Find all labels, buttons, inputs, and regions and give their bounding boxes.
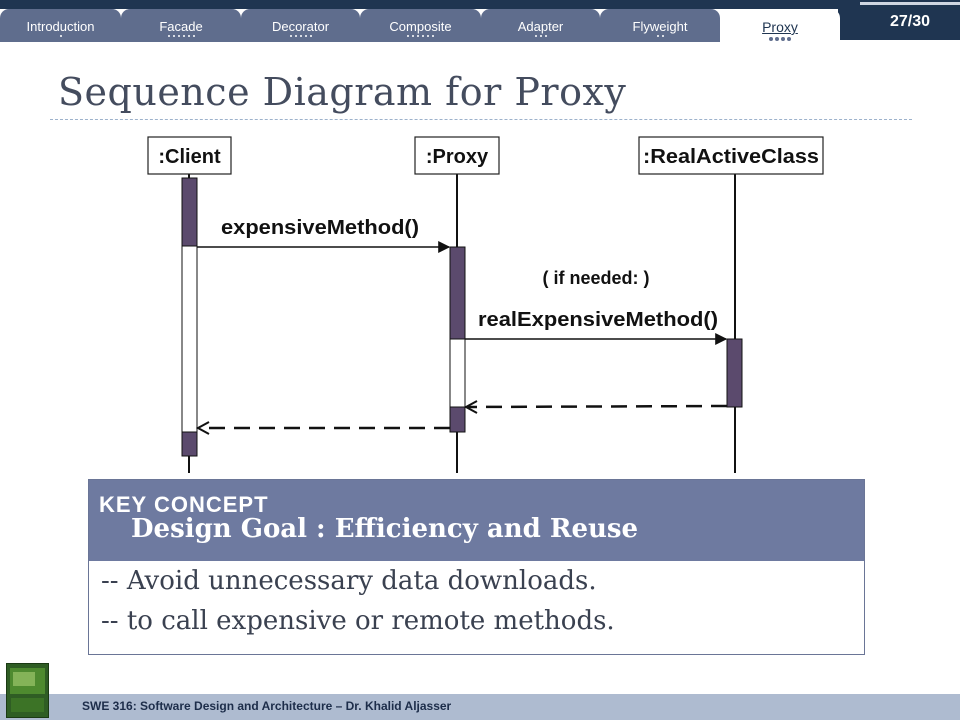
- real-active-class-activation-bar: [726, 338, 743, 408]
- tab-label: Introduction: [26, 19, 95, 34]
- return-real-to-proxy-arrowhead: [463, 400, 478, 414]
- tab-progress-dots: [600, 35, 720, 39]
- tab-bar-background: [0, 0, 960, 9]
- key-concept-line: -- Avoid unnecessary data downloads.: [101, 566, 597, 596]
- proxy-waiting-bar: [449, 338, 466, 408]
- participant-real-active-class-box: [638, 136, 824, 175]
- tab-decorator[interactable]: Decorator: [241, 9, 360, 42]
- tab-composite[interactable]: Composite: [360, 9, 481, 42]
- participant-client-label: :Client: [158, 146, 221, 168]
- page-number: 27/30: [890, 13, 931, 30]
- message-guard-label: ( if needed: ): [543, 268, 650, 288]
- tab-progress-dots: [0, 35, 121, 39]
- key-concept-box: KEY CONCEPT Design Goal : Efficiency and…: [88, 479, 865, 655]
- key-concept-label: KEY CONCEPT: [99, 492, 269, 517]
- proxy-activation-bar: [449, 246, 466, 340]
- footer-text: SWE 316: Software Design and Architectur…: [82, 699, 452, 713]
- slide-title: Sequence Diagram for Proxy: [58, 70, 627, 114]
- tab-progress-dots: [481, 35, 600, 39]
- tab-label: Adapter: [517, 19, 564, 34]
- title-divider: [50, 119, 912, 120]
- tab-facade[interactable]: Facade: [121, 9, 241, 42]
- book-cover-thumbnail: [6, 663, 49, 718]
- page-number-area: [838, 0, 960, 40]
- tab-flyweight[interactable]: Flyweight: [600, 9, 720, 42]
- tab-adapter[interactable]: Adapter: [481, 9, 600, 42]
- tab-label: Decorator: [271, 19, 330, 34]
- key-concept-line: -- to call expensive or remote methods.: [101, 606, 615, 636]
- return-real-to-proxy-arrow-line: [467, 404, 728, 409]
- tab-proxy[interactable]: Proxy: [720, 9, 840, 42]
- tab-label: Composite: [389, 19, 452, 34]
- tab-label: Flyweight: [632, 19, 688, 34]
- participant-proxy-label: :Proxy: [426, 146, 489, 168]
- participant-real-active-class-label: :RealActiveClass: [643, 146, 819, 168]
- tab-progress-dots: [720, 37, 840, 41]
- tab-label: Proxy: [762, 19, 798, 35]
- tab-bar: Introduction Facade Decorator Composite …: [0, 0, 960, 42]
- message-real-expensive-method-label: realExpensiveMethod(): [478, 309, 718, 331]
- tab-introduction[interactable]: Introduction: [0, 9, 121, 42]
- participant-proxy-box: [414, 136, 500, 175]
- key-concept-heading: Design Goal : Efficiency and Reuse: [131, 514, 639, 544]
- proxy-activation-bar: [449, 406, 466, 433]
- client-activation-bar: [181, 431, 198, 457]
- tab-progress-dots: [241, 35, 360, 39]
- tab-progress-dots: [360, 35, 481, 39]
- client-activation-bar: [181, 177, 198, 247]
- tab-progress-dots: [121, 35, 241, 39]
- message-expensive-method-label: expensiveMethod(): [221, 217, 419, 239]
- footer-bar: SWE 316: Software Design and Architectur…: [0, 694, 960, 720]
- key-concept-header: KEY CONCEPT Design Goal : Efficiency and…: [89, 480, 864, 561]
- tab-label: Facade: [159, 19, 203, 34]
- return-proxy-to-client-arrowhead: [195, 421, 210, 435]
- participant-client-box: [147, 136, 232, 175]
- client-waiting-bar: [181, 245, 198, 433]
- tab-bar-accent-line: [860, 2, 960, 5]
